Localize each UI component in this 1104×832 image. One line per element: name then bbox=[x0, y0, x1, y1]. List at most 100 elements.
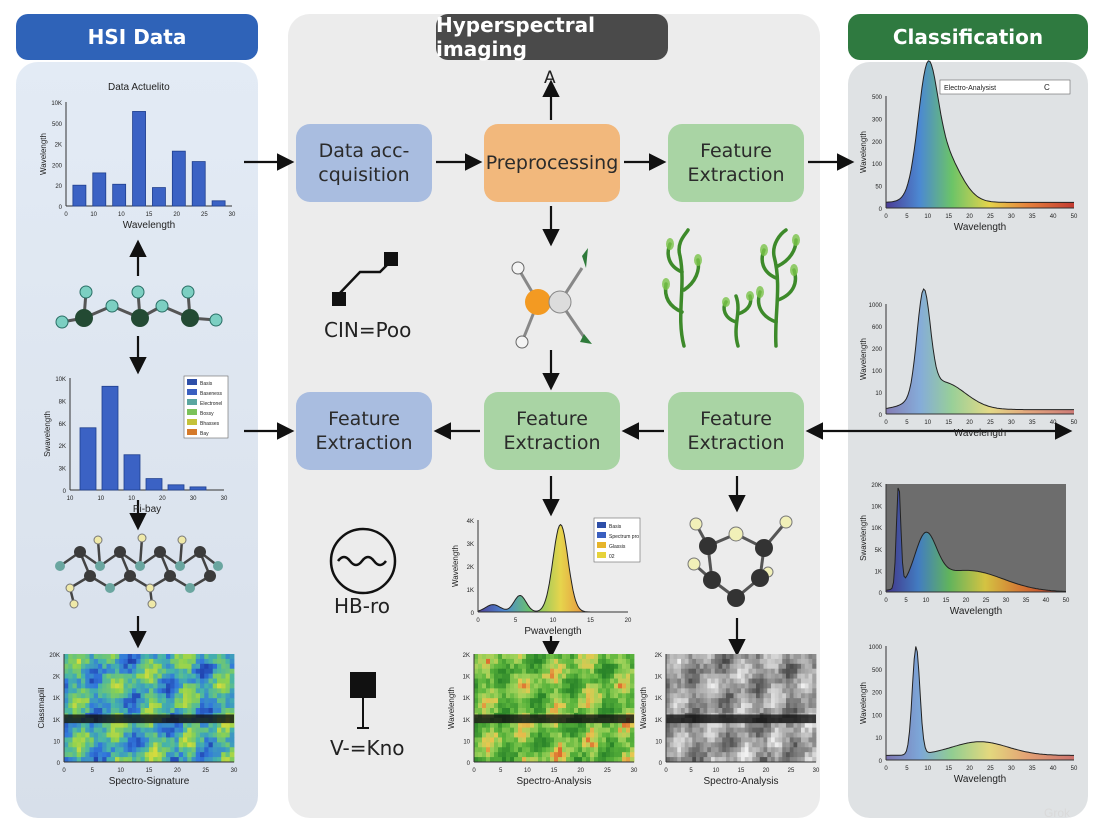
heatG-cell bbox=[502, 678, 507, 684]
heatG-cell bbox=[498, 693, 503, 699]
heatG-cell bbox=[574, 678, 579, 684]
heatB-cell bbox=[797, 708, 802, 714]
heatG-cell bbox=[558, 663, 563, 670]
heatL-cell bbox=[85, 688, 90, 694]
heatL-cell bbox=[106, 737, 112, 743]
heatL-cell bbox=[174, 698, 180, 704]
heatL-cell bbox=[123, 683, 129, 689]
heatB-cell bbox=[692, 678, 697, 684]
heatL-cell bbox=[200, 752, 205, 758]
heatL-cell bbox=[229, 668, 235, 675]
heatB-cell bbox=[812, 727, 817, 733]
feature-extraction-box-top[interactable]: Feature Extraction bbox=[668, 124, 804, 202]
heatG-cell bbox=[570, 663, 575, 670]
heatL-cell bbox=[204, 732, 209, 738]
heatL-cell bbox=[132, 668, 137, 675]
heatL-cell bbox=[136, 737, 141, 743]
heatG-cell bbox=[626, 693, 631, 699]
heatG-cell bbox=[622, 654, 627, 660]
heatB-cell bbox=[726, 678, 731, 684]
heatL-cell bbox=[178, 683, 184, 689]
heatG-cell bbox=[534, 737, 539, 743]
heatG-cell bbox=[622, 747, 627, 753]
heatB-cell bbox=[767, 683, 772, 689]
heatB-cell bbox=[696, 658, 701, 665]
heatB-cell bbox=[771, 727, 776, 733]
heatG-cell bbox=[594, 708, 599, 714]
heatL-cell bbox=[132, 663, 137, 670]
heatB-cell bbox=[752, 742, 757, 748]
heatL-cell bbox=[119, 703, 124, 709]
heatG-cell bbox=[526, 654, 531, 660]
heatB-cell bbox=[741, 708, 746, 714]
heatG-cell bbox=[622, 757, 627, 763]
heatG-cells bbox=[474, 654, 635, 763]
heatB-cell bbox=[714, 683, 719, 689]
heatB-xtick: 20 bbox=[763, 768, 770, 774]
heatL-cell bbox=[191, 658, 197, 665]
heatG-cell bbox=[526, 678, 531, 684]
heatB-cell bbox=[804, 708, 809, 714]
heatL-cell bbox=[183, 703, 188, 709]
heatL-cell bbox=[127, 703, 133, 709]
heatG-cell bbox=[618, 683, 623, 689]
bar2-xtick: 10 bbox=[67, 496, 74, 502]
heatL-cell bbox=[85, 663, 90, 670]
feature-extraction-box-right[interactable]: Feature Extraction bbox=[668, 392, 804, 470]
heatG-cell bbox=[538, 688, 543, 694]
heatG-cell bbox=[626, 727, 631, 733]
heatB-cell bbox=[737, 703, 742, 709]
heatB-cell bbox=[666, 678, 671, 684]
heatL-cell bbox=[123, 727, 129, 733]
heatB-cell bbox=[718, 708, 723, 714]
heatB-cell bbox=[718, 752, 723, 758]
heatG-cell bbox=[570, 698, 575, 704]
heatG-cell bbox=[554, 737, 559, 743]
heatL-cell bbox=[98, 727, 103, 733]
heatG-cell bbox=[494, 747, 499, 753]
heatL-cell bbox=[119, 663, 124, 670]
heatB-cell bbox=[759, 668, 764, 675]
heatL-cell bbox=[195, 673, 201, 679]
heatB-cell bbox=[707, 678, 712, 684]
feature-extraction-box-left[interactable]: Feature Extraction bbox=[296, 392, 432, 470]
heatL-cell bbox=[115, 757, 120, 763]
heatB-cell bbox=[748, 737, 753, 743]
heatG-cell bbox=[598, 752, 603, 758]
heatG-cell bbox=[630, 658, 635, 665]
heatB-cell bbox=[733, 678, 738, 684]
heatB-cell bbox=[733, 698, 738, 704]
heatB-cell bbox=[707, 688, 712, 694]
heatB-cell bbox=[744, 747, 749, 753]
heatG-cell bbox=[542, 747, 547, 753]
heatG-cell bbox=[482, 757, 487, 763]
heatB-cell bbox=[703, 668, 708, 675]
heatB-cell bbox=[733, 727, 738, 733]
heatL-cell bbox=[212, 703, 218, 709]
heatG-cell bbox=[534, 757, 539, 763]
heatB-cell bbox=[801, 752, 806, 758]
heatG-cell bbox=[558, 747, 563, 753]
preprocessing-box[interactable]: Preprocessing bbox=[484, 124, 620, 202]
heatL-cell bbox=[195, 698, 201, 704]
rc3-xlabel: Wavelength bbox=[950, 606, 1002, 617]
heatL-cell bbox=[140, 663, 146, 670]
rc4-ytick: 0 bbox=[879, 759, 883, 765]
heatB-cell bbox=[677, 698, 682, 704]
heatL-cell bbox=[85, 737, 90, 743]
heatL-cell bbox=[166, 722, 171, 729]
heatG-cell bbox=[606, 688, 611, 694]
heatL-cell bbox=[221, 668, 226, 675]
heatB-cell bbox=[729, 747, 734, 753]
heatG-cell bbox=[610, 752, 615, 758]
spec-legend-swatch bbox=[597, 552, 606, 558]
heatG-cell bbox=[606, 663, 611, 670]
heatL-cell bbox=[153, 663, 158, 670]
heatL-cell bbox=[89, 683, 95, 689]
data-acquisition-box[interactable]: Data acc- cquisition bbox=[296, 124, 432, 202]
heatG-cell bbox=[478, 683, 483, 689]
heatL-cell bbox=[93, 757, 99, 763]
heatB-cell bbox=[801, 683, 806, 689]
heatG-cell bbox=[598, 678, 603, 684]
feature-extraction-box-mid[interactable]: Feature Extraction bbox=[484, 392, 620, 470]
